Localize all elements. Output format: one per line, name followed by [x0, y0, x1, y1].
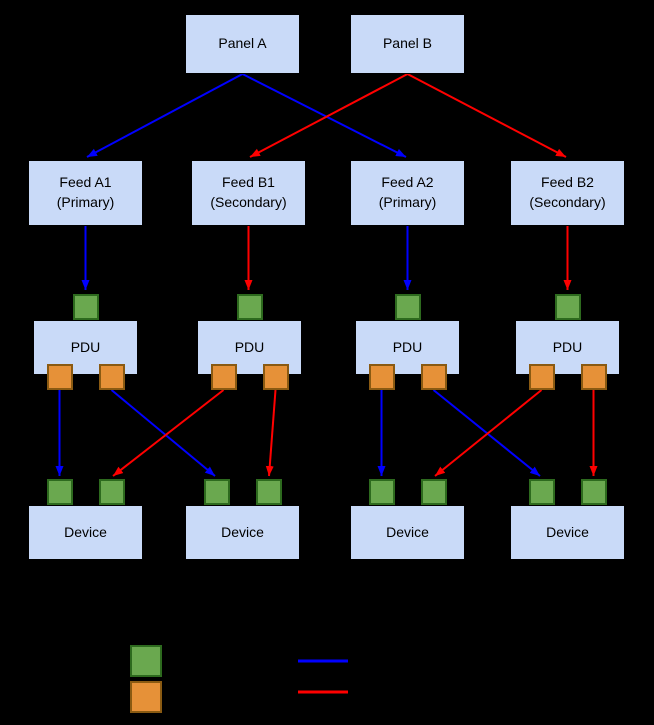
node-device-1: Device [28, 505, 143, 560]
pdu-2-input-port-icon [236, 294, 263, 320]
node-device-4-label: Device [546, 523, 589, 540]
pdu-1-output-port-left-icon [46, 364, 73, 390]
edge-pdu-2-to-device-1 [112, 389, 225, 477]
pdu-2-output-port-right-icon [262, 364, 289, 390]
edge-pdu-2-to-device-2 [265, 389, 277, 477]
node-device-3: Device [350, 505, 465, 560]
device-1-input-port-right-icon [98, 479, 125, 505]
pdu-3-output-port-left-icon [368, 364, 395, 390]
node-feed-a2-name: Feed A2 [381, 174, 434, 191]
node-panel-b: Panel B [350, 14, 465, 74]
pdu-3-input-port-icon [394, 294, 421, 320]
pdu-4-output-port-right-icon [580, 364, 607, 390]
legend-input-port-swatch-icon [130, 645, 162, 677]
node-pdu-2-label: PDU [234, 338, 265, 355]
pdu-2-output-port-left-icon [210, 364, 237, 390]
node-feed-a1-name: Feed A1 [59, 174, 112, 191]
device-2-input-port-right-icon [255, 479, 282, 505]
edge-panel-a-to-feed-a2 [242, 73, 407, 158]
device-4-input-port-left-icon [528, 479, 555, 505]
edge-pdu-1-to-device-2 [110, 389, 216, 477]
device-4-input-port-right-icon [580, 479, 607, 505]
node-feed-a2: Feed A2 (Primary) [350, 160, 465, 226]
node-feed-b2-role: (Secondary) [529, 194, 606, 210]
node-feed-b1-role: (Secondary) [210, 194, 287, 210]
pdu-4-input-port-icon [554, 294, 581, 320]
node-device-2: Device [185, 505, 300, 560]
device-3-input-port-right-icon [420, 479, 447, 505]
node-feed-a1-role: (Primary) [56, 194, 115, 210]
node-device-4: Device [510, 505, 625, 560]
node-pdu-3-label: PDU [392, 338, 423, 355]
node-device-3-label: Device [386, 523, 429, 540]
node-feed-a1: Feed A1 (Primary) [28, 160, 143, 226]
edge-panel-a-to-feed-a1 [86, 73, 243, 158]
node-panel-a: Panel A [185, 14, 300, 74]
pdu-1-input-port-icon [72, 294, 99, 320]
node-device-1-label: Device [64, 523, 107, 540]
node-panel-a-label: Panel A [218, 35, 267, 52]
pdu-1-output-port-right-icon [98, 364, 125, 390]
edge-panel-b-to-feed-b1 [249, 73, 408, 158]
node-feed-b1-name: Feed B1 [222, 174, 275, 191]
device-3-input-port-left-icon [368, 479, 395, 505]
node-pdu-1-label: PDU [70, 338, 101, 355]
node-feed-b1: Feed B1 (Secondary) [191, 160, 306, 226]
node-pdu-4-label: PDU [552, 338, 583, 355]
legend-output-port-swatch-icon [130, 681, 162, 713]
edge-pdu-4-to-device-3 [434, 389, 543, 477]
node-panel-b-label: Panel B [382, 35, 433, 52]
node-feed-b2: Feed B2 (Secondary) [510, 160, 625, 226]
device-2-input-port-left-icon [203, 479, 230, 505]
edge-panel-b-to-feed-b2 [407, 73, 567, 158]
pdu-3-output-port-right-icon [420, 364, 447, 390]
pdu-4-output-port-left-icon [528, 364, 555, 390]
node-feed-a2-role: (Primary) [378, 194, 437, 210]
device-1-input-port-left-icon [46, 479, 73, 505]
node-feed-b2-name: Feed B2 [541, 174, 594, 191]
node-device-2-label: Device [221, 523, 264, 540]
